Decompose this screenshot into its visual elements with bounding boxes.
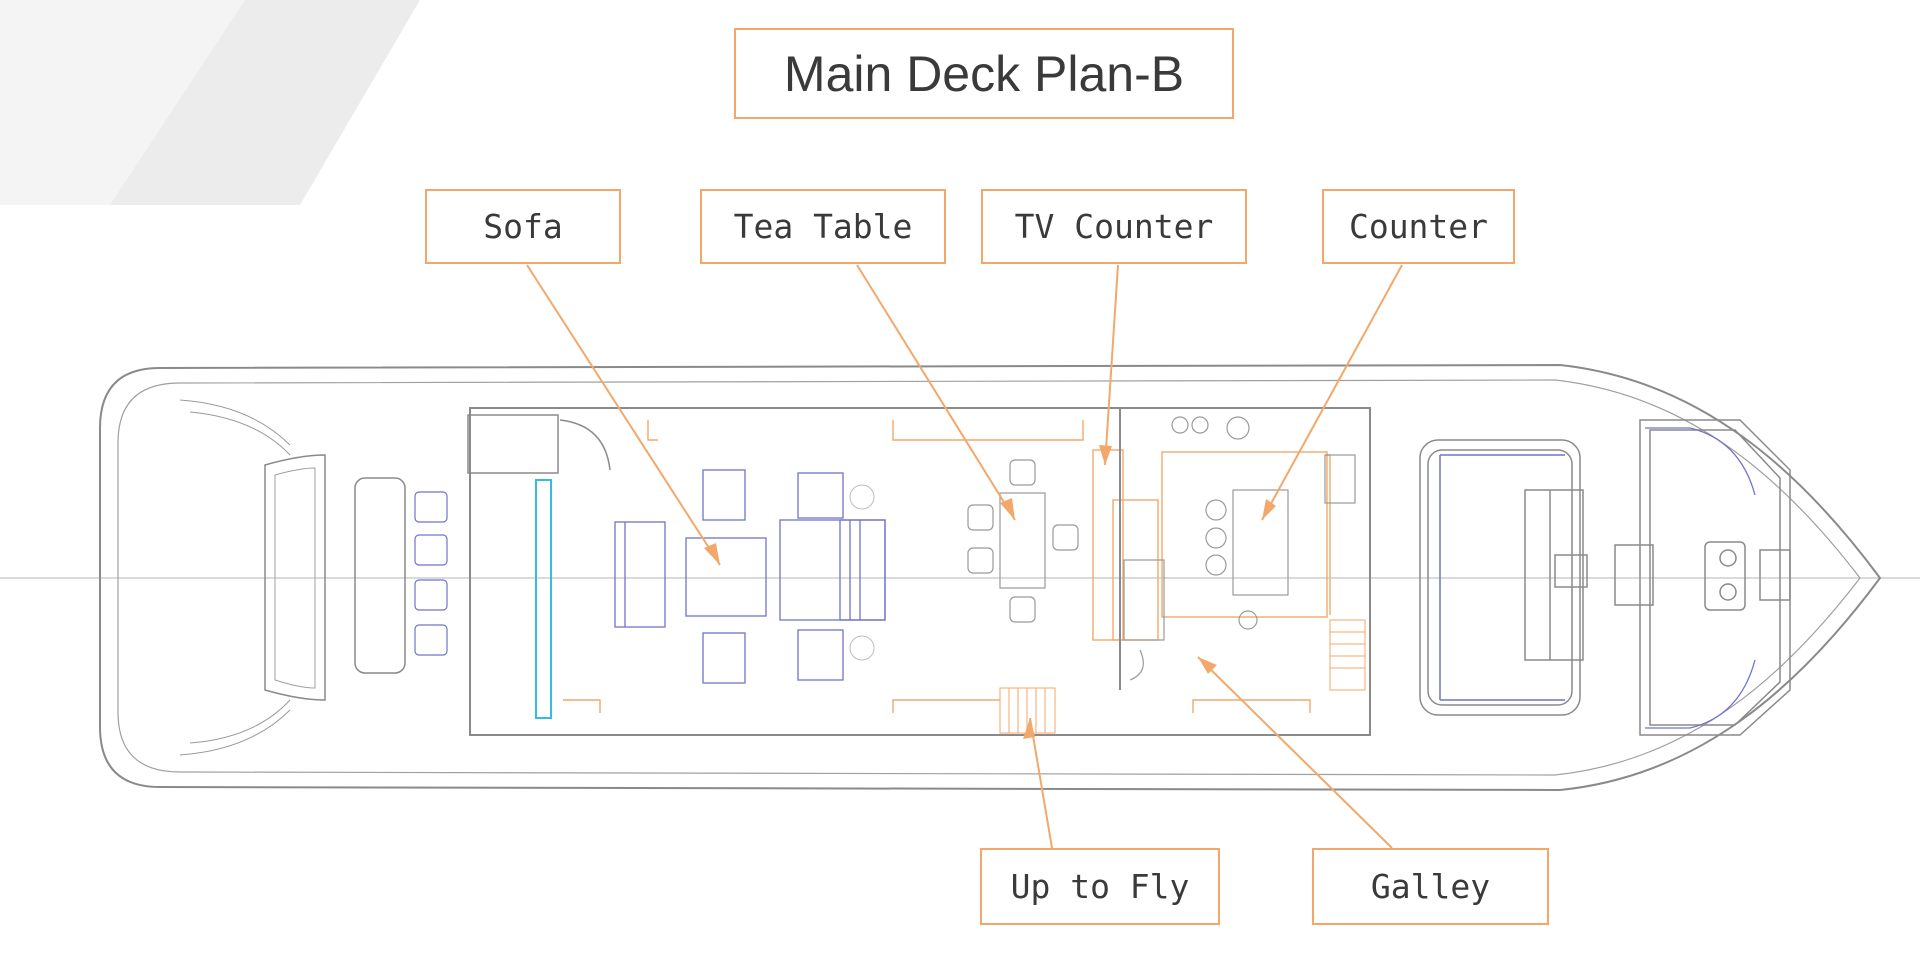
stairs-up-to-fly [999,687,1056,734]
salon-wall [469,407,1371,736]
stairs-forward [1329,619,1366,691]
aft-table [354,477,406,674]
forward-lounge-cushion [1439,454,1565,701]
label-tea-table: Tea Table [700,189,946,264]
label-tv-counter: TV Counter [981,189,1247,264]
leader-lines [526,264,1403,849]
label-sofa: Sofa [425,189,621,264]
stern-steps-inner [274,467,316,689]
dining-drawing [779,472,886,681]
bow-deck [1639,419,1791,736]
stern-steps [264,454,326,701]
sofa-drawing [614,469,767,684]
label-galley: Galley [1312,848,1549,925]
tea-table-drawing [967,459,1079,623]
aft-stair [467,414,559,474]
stern-curve-bottom-1 [179,709,291,756]
forward-lounge [1419,439,1654,716]
label-counter: Counter [1322,189,1515,264]
dining-round-marks [849,484,875,661]
bow-rail [1645,427,1756,729]
leader-arrowheads [704,445,1276,739]
aft-stair-curve [559,419,611,471]
label-up-to-fly: Up to Fly [980,848,1220,925]
stern-curve-bottom-2 [189,699,291,744]
stern-curve-top-2 [189,411,291,456]
decor-stripe-2 [110,0,420,205]
glass-door [535,479,552,719]
page-title: Main Deck Plan-B [734,28,1234,119]
orange-counters [563,420,1331,713]
hull-outline [99,363,1882,792]
galley-counter [1123,416,1356,681]
aft-chairs [414,491,448,656]
hull-inner-outline [117,379,1861,776]
stern-curve-top-1 [179,399,291,446]
